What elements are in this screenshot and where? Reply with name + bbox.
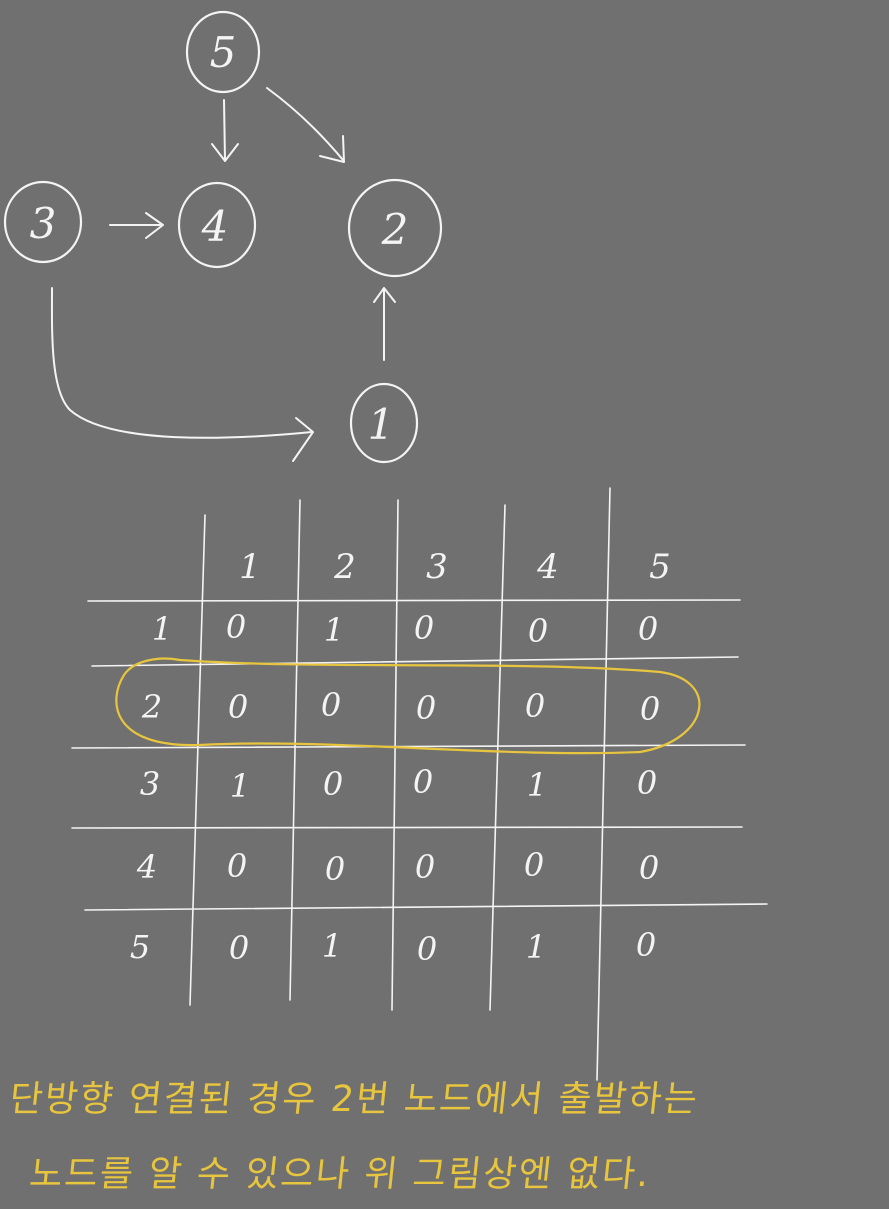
col-header-5: 5 <box>649 547 671 587</box>
matrix-cell: 0 <box>227 847 247 885</box>
matrix-cell: 0 <box>416 689 436 727</box>
col-header-4: 4 <box>536 547 559 587</box>
matrix-cell: 0 <box>325 850 345 888</box>
row-header-5: 5 <box>130 928 150 966</box>
row-header-4: 4 <box>136 848 157 886</box>
matrix-cell: 0 <box>637 764 657 802</box>
col-header-3: 3 <box>426 547 448 587</box>
matrix-cell: 1 <box>526 928 546 966</box>
matrix-cell: 0 <box>321 686 341 724</box>
edge-1-to-2 <box>373 287 396 361</box>
graph-node-label: 4 <box>201 202 229 251</box>
matrix-cell: 0 <box>413 763 433 801</box>
matrix-cell: 0 <box>524 846 544 884</box>
col-header-1: 1 <box>239 547 261 587</box>
row-header-3: 3 <box>140 765 160 803</box>
note-line-1: 단방향 연결된 경우 2번 노드에서 출발하는 <box>7 1079 701 1120</box>
matrix-cell: 1 <box>324 611 344 649</box>
matrix-cell: 0 <box>525 687 545 725</box>
graph-node-label: 5 <box>210 28 237 77</box>
row-header-2: 2 <box>141 688 162 726</box>
matrix-cell: 1 <box>322 927 342 965</box>
matrix-cell: 0 <box>640 690 660 728</box>
row-header-1: 1 <box>152 610 172 648</box>
edge-3-to-1 <box>50 287 314 462</box>
matrix-cell: 0 <box>323 765 343 803</box>
graph-node-1: 1 <box>349 382 419 464</box>
edge-5-to-4 <box>211 99 239 162</box>
graph-node-2: 2 <box>347 178 443 278</box>
matrix-cell: 0 <box>639 849 659 887</box>
matrix-cell: 0 <box>636 926 656 964</box>
col-header-2: 2 <box>333 547 356 587</box>
graph-node-label: 2 <box>381 205 409 254</box>
adjacency-matrix: 1 2 3 4 5 1 2 3 4 5 0 1 0 0 0 0 0 0 0 0 1 0 0 1 0 0 0 0 0 0 0 1 0 1 0 <box>71 487 768 1081</box>
note-line-2: 노드를 알 수 있으나 위 그림상엔 없다. <box>27 1154 653 1195</box>
matrix-cell: 0 <box>417 930 437 968</box>
graph: 5 4 3 2 1 <box>3 10 443 464</box>
matrix-cell: 0 <box>528 612 548 650</box>
matrix-cells: 1 2 3 4 5 1 2 3 4 5 0 1 0 0 0 0 0 0 0 0 1 0 0 1 0 0 0 0 0 0 0 1 0 1 0 <box>130 547 671 968</box>
graph-node-label: 1 <box>368 400 395 449</box>
matrix-cell: 1 <box>527 766 547 804</box>
matrix-cell: 0 <box>226 608 246 646</box>
matrix-cell: 1 <box>230 767 250 805</box>
edge-3-to-4 <box>109 212 164 239</box>
edge-5-to-2 <box>266 87 345 163</box>
matrix-cell: 0 <box>638 610 658 648</box>
matrix-cell: 0 <box>414 609 434 647</box>
matrix-cell: 0 <box>229 929 249 967</box>
matrix-grid-lines <box>71 487 768 1081</box>
matrix-cell: 0 <box>415 848 435 886</box>
graph-node-3: 3 <box>3 180 83 264</box>
matrix-cell: 0 <box>228 688 248 726</box>
row-2-highlight <box>115 657 701 755</box>
graph-node-5: 5 <box>185 10 261 94</box>
graph-node-4: 4 <box>177 181 257 269</box>
graph-node-label: 3 <box>30 199 57 248</box>
